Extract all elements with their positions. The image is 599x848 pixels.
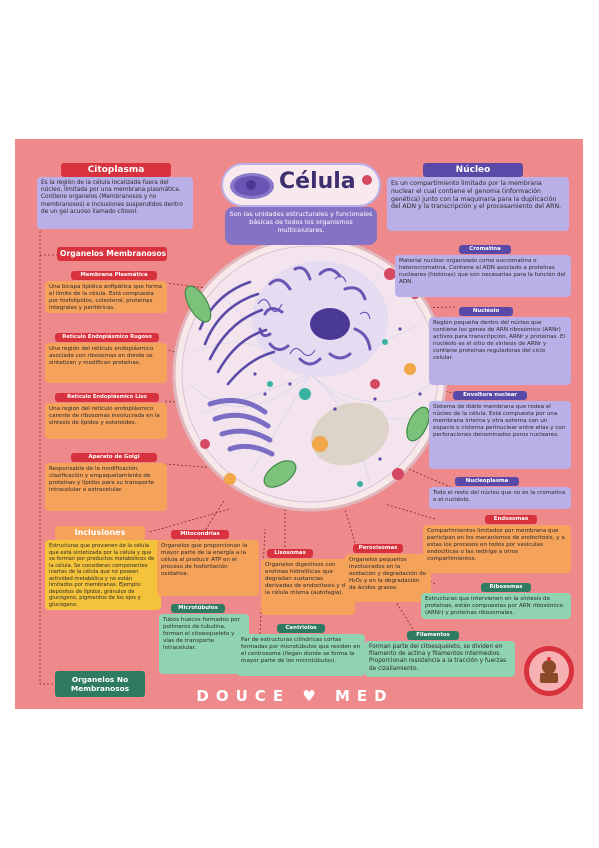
title-pill: Célula — [221, 163, 381, 207]
golgi-text: Responsable de la modificación, clasific… — [45, 463, 167, 511]
nucleolo-text: Región pequeña dentro del núcleo que con… — [429, 317, 571, 385]
filamentos-heading: Filamentos — [407, 631, 459, 640]
citoplasma-heading: Citoplasma — [61, 163, 171, 177]
ribosomas-heading: Ribosomas — [481, 583, 531, 592]
cell-icon — [230, 173, 274, 199]
centriolos-text: Par de estructuras cilíndricas cortas fo… — [237, 634, 365, 676]
nucleolo-heading: Nucléolo — [459, 307, 513, 316]
centriolos-heading: Centriolos — [277, 624, 325, 633]
nucleo-text: Es un compartimiento limitado por la mem… — [387, 177, 569, 231]
citoplasma-text: Es la región de la célula localizada fue… — [37, 177, 193, 229]
rel-text: Una región del retículo endoplásmico car… — [45, 403, 167, 439]
peroxisomas-heading: Peroxisomas — [353, 544, 403, 553]
lisosomas-heading: Lisosomas — [267, 549, 313, 558]
nucleoplasma-heading: Nucleoplasma — [455, 477, 519, 486]
nucleolus-shape — [310, 308, 350, 340]
filamentos-text: Forman parte del citoesqueleto, se divid… — [365, 641, 515, 677]
membranosos-heading: Organelos Membranosos — [57, 247, 167, 261]
rer-text: Una región del retículo endoplásmico aso… — [45, 343, 167, 383]
peroxisomas-text: Organelos pequeños involucrados en la ox… — [345, 554, 431, 602]
endosomas-heading: Endosomas — [485, 515, 537, 524]
title-subtitle: Son las unidades estructurales y funcion… — [225, 207, 377, 245]
inclusiones-heading: Inclusiones — [55, 526, 145, 540]
envoltura-heading: Envoltura nuclear — [453, 391, 527, 400]
rel-heading: Retículo Endoplásmico Liso — [55, 393, 159, 402]
nucleoplasma-text: Todo el resto del núcleo que no es la cr… — [429, 487, 571, 509]
cromatina-heading: Cromatina — [459, 245, 511, 254]
membrana-heading: Membrana Plasmática — [71, 271, 157, 280]
mitocondrias-text: Organelos que proporcionan la mayor part… — [157, 540, 259, 596]
brand-footer: DOUCE ♥ MED — [196, 687, 394, 705]
golgi-heading: Aparato de Golgi — [71, 453, 157, 462]
mitocondrias-heading: Mitocondrias — [171, 530, 229, 539]
poster: Célula Son las unidades estructurales y … — [15, 139, 583, 709]
lysosome-icon — [362, 175, 372, 185]
microtubulos-heading: Microtúbulos — [171, 604, 225, 613]
envoltura-text: Sistema de doble membrana que rodea el n… — [429, 401, 571, 469]
ribosomas-text: Estructuras que intervienen en la síntes… — [421, 593, 571, 619]
lisosomas-text: Organelos digestivos con enzimas hidrolí… — [261, 559, 355, 615]
page-title: Célula — [279, 169, 356, 194]
no-membranosos-heading: Organelos No Membranosos — [55, 671, 145, 697]
nucleo-heading: Núcleo — [423, 163, 523, 177]
microtubulos-text: Tubos huecos formados por polímeros de t… — [159, 614, 249, 674]
inclusiones-text: Estructuras que provienen de la célula q… — [45, 540, 161, 610]
cromatina-text: Material nuclear organizado como eucroma… — [395, 255, 571, 297]
endosomas-text: Compartimientos limitados por membrana q… — [423, 525, 571, 573]
rer-heading: Retículo Endoplásmico Rugoso — [55, 333, 159, 342]
brand-seal-logo — [524, 646, 574, 696]
membrana-text: Una bicapa lipídica anfipática que forma… — [45, 281, 167, 313]
